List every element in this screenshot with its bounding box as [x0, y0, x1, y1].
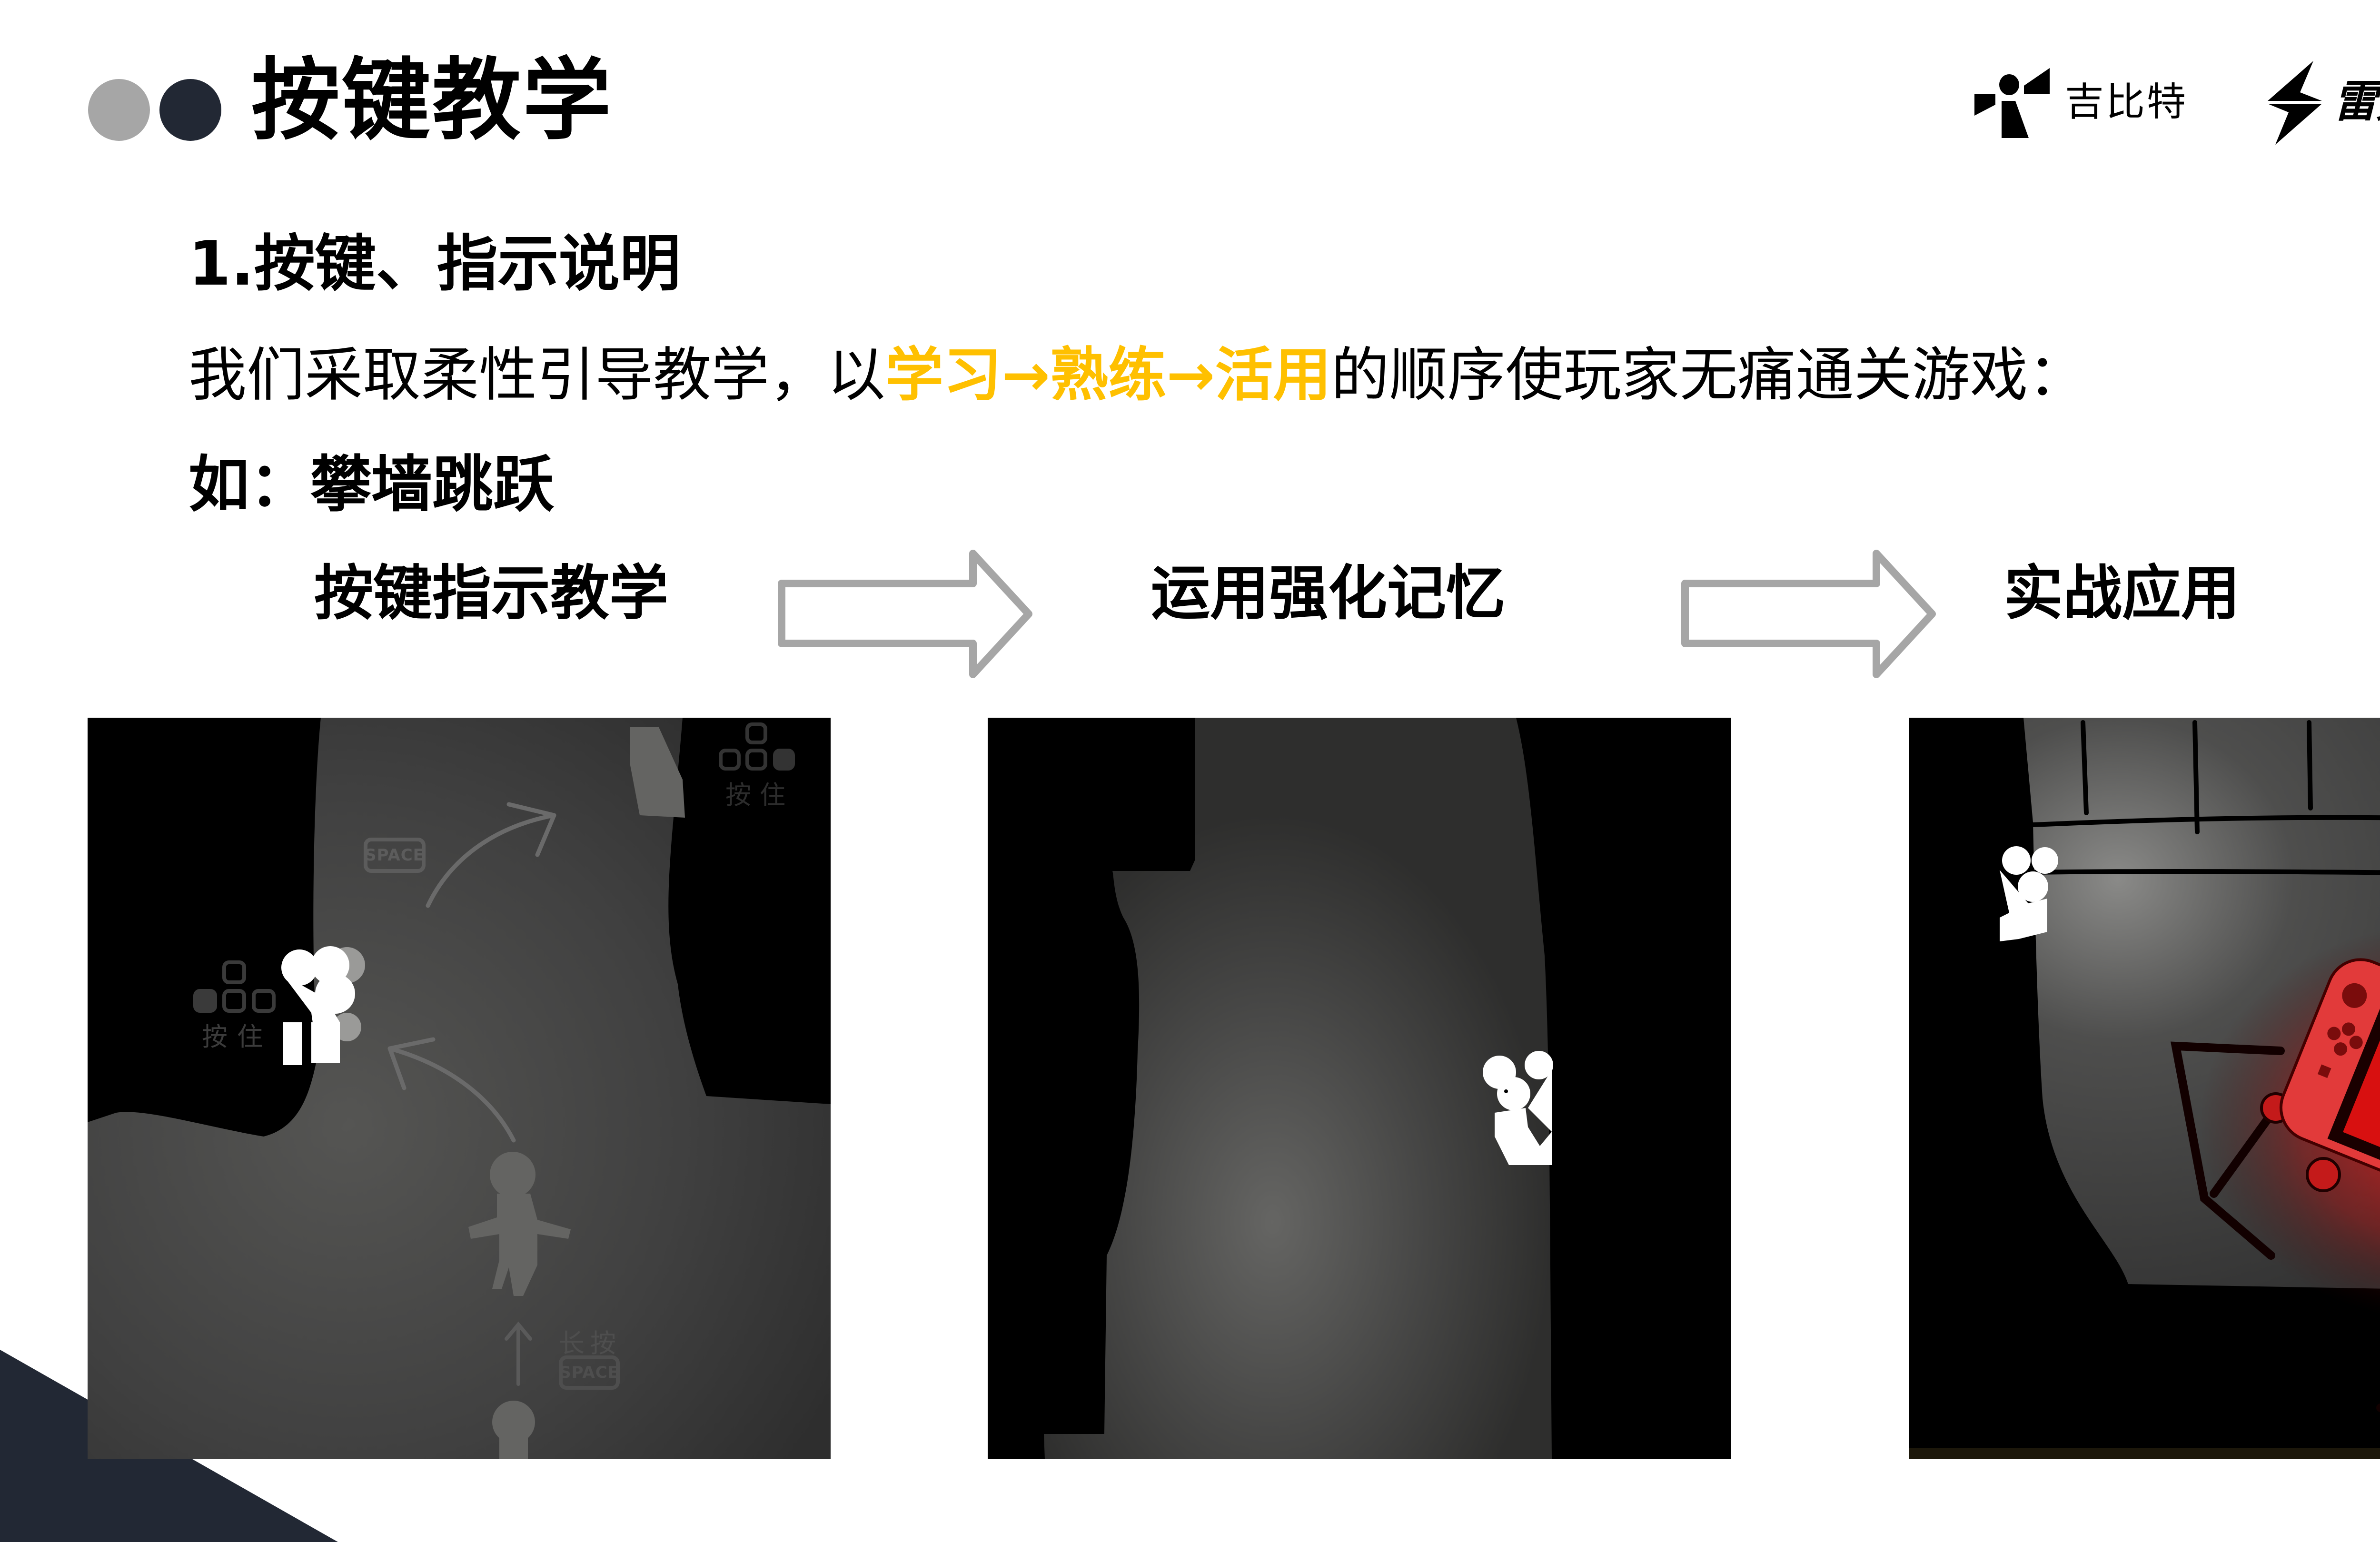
- body-highlight: 学习→熟练→活用: [885, 341, 1331, 409]
- hold-hint-right: 按住: [725, 780, 794, 810]
- game-scene-2-background: [988, 718, 1731, 1459]
- hold-hint-left: 按住: [202, 1022, 272, 1052]
- gbits-logo-text: 吉比特: [2065, 79, 2188, 125]
- key-w-hint: [745, 722, 767, 744]
- body-suffix: 的顺序使玩家无痛通关游戏：: [1331, 341, 2086, 409]
- lightning-bolt-icon: [2268, 61, 2322, 145]
- header-dot-light: [88, 79, 150, 141]
- space-key-hint: SPACE: [559, 1355, 620, 1390]
- step-label-1: 按键指示教学: [314, 559, 669, 628]
- example-label: 如：攀墙跳跃: [188, 449, 555, 520]
- section-body: 我们采取柔性引导教学，以学习→熟练→活用的顺序使玩家无痛通关游戏：: [188, 345, 2086, 405]
- game-scene-1-background: [88, 718, 831, 1459]
- key-s-hint: [222, 989, 246, 1013]
- body-prefix: 我们采取柔性引导教学，以: [188, 341, 885, 409]
- space-key-hint: SPACE: [364, 838, 426, 873]
- key-d-hint: [773, 749, 795, 771]
- key-s-hint: [745, 749, 767, 771]
- reinforcement-screenshot: [988, 718, 1731, 1459]
- key-a-hint: [719, 749, 741, 771]
- page-title: 按键教学: [251, 49, 614, 152]
- key-w-hint: [222, 960, 246, 984]
- game-scene-3-background: [1909, 718, 2380, 1459]
- key-a-hint: [193, 989, 217, 1013]
- header-dot-dark: [159, 79, 221, 141]
- practical-application-screenshot: [1909, 718, 2380, 1459]
- leiting-logo-text: 雷霆游戏: [2333, 76, 2380, 127]
- right-block-arrow-icon: [1681, 550, 1936, 678]
- right-block-arrow-icon: [778, 550, 1032, 678]
- step-label-3: 实战应用: [2004, 559, 2241, 628]
- key-d-hint: [252, 989, 276, 1013]
- gbits-logo-icon: [1974, 68, 2050, 138]
- step-label-2: 运用强化记忆: [1151, 559, 1506, 628]
- section-heading: 1.按键、指示说明: [188, 228, 681, 299]
- key-instruction-screenshot: 按住 按住 SPACE 长按 SPACE: [88, 718, 831, 1459]
- long-press-hint: 长按: [559, 1328, 622, 1358]
